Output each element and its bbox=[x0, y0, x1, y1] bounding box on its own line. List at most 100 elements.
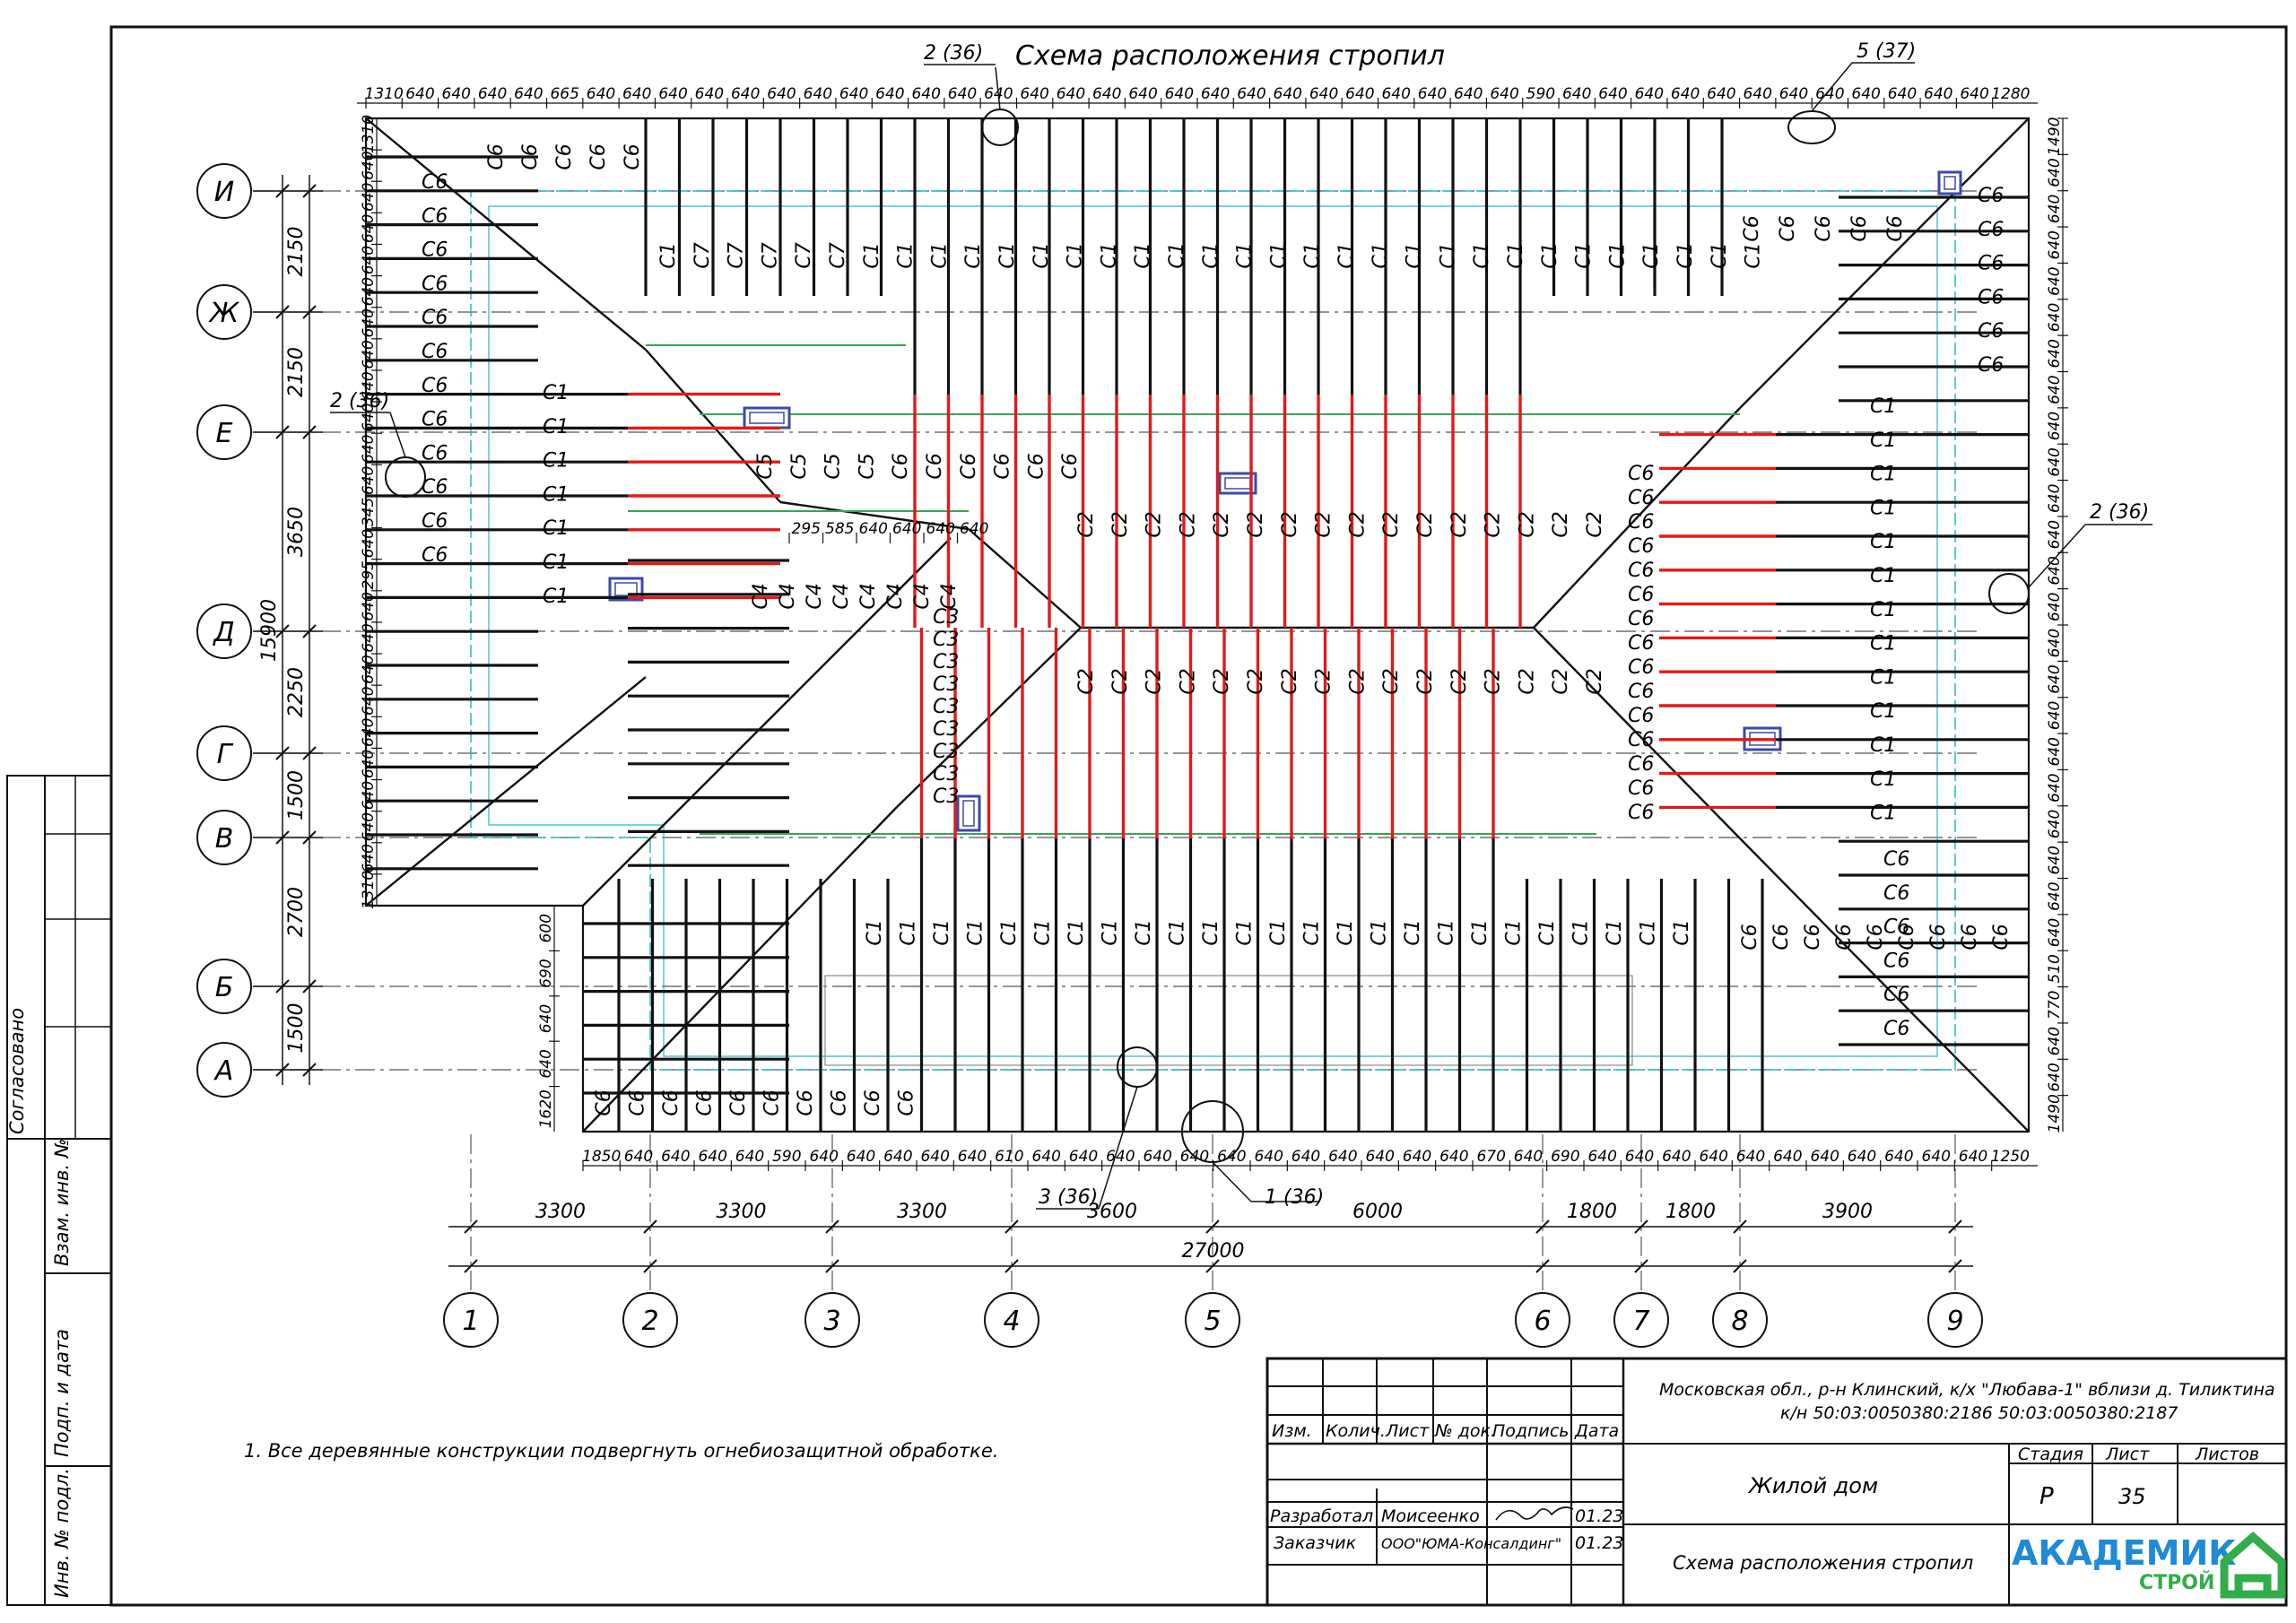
rafter-mark: С6 bbox=[1628, 511, 1654, 534]
col-dim-value: 1800 bbox=[1567, 1201, 1617, 1223]
callout-right: 2 (36) bbox=[2090, 501, 2149, 524]
rafter-mark: С6 bbox=[1628, 681, 1654, 703]
callouts: 2 (36) 5 (37) 2 (36) 2 (36) 3 (36) 1 (36… bbox=[330, 40, 2152, 1210]
top-dim-value: 640 bbox=[1345, 85, 1374, 103]
left-dim-value: 1310 bbox=[360, 871, 378, 909]
top-dim-value: 640 bbox=[911, 85, 940, 103]
axis-bubble-row bbox=[196, 284, 252, 340]
side-stamp: Согласовано Взам. инв. № Подп. и дата Ин… bbox=[6, 775, 112, 1606]
tb-header-date: Дата bbox=[1574, 1421, 1619, 1441]
left-dim-value: 640 bbox=[360, 844, 378, 872]
rafter-mark: С3 bbox=[933, 629, 959, 651]
rafter-mark: С5 bbox=[754, 453, 777, 479]
rafter-mark: С6 bbox=[1059, 453, 1082, 479]
axis-bubble-col bbox=[1927, 1292, 1983, 1348]
rafter-mark: С3 bbox=[933, 606, 959, 629]
rafter-mark: С6 bbox=[1927, 924, 1950, 950]
top-dim-value: 1280 bbox=[1991, 85, 2030, 103]
bottom-dim-value: 640 bbox=[1143, 1148, 1171, 1166]
rafter-mark: С7 bbox=[793, 242, 815, 268]
rafter-mark: С2 bbox=[1177, 668, 1199, 694]
axis-label-col: 3 bbox=[823, 1306, 840, 1337]
rafter-mark: С2 bbox=[1414, 668, 1437, 694]
rafter-mark: С4 bbox=[857, 583, 880, 609]
left-lower-dim-value: 640 bbox=[537, 1004, 555, 1033]
axis-label-row: В bbox=[215, 823, 234, 855]
right-dim-value: 640 bbox=[2046, 520, 2064, 549]
axis-label-row: И bbox=[214, 177, 234, 208]
rafter-mark: С6 bbox=[519, 143, 542, 169]
rafter-mark: С6 bbox=[1883, 984, 1909, 1006]
rafter-mark: С1 bbox=[1436, 919, 1458, 945]
row-dim-value: 2150 bbox=[285, 227, 308, 277]
rafter-mark: С1 bbox=[1870, 565, 1896, 587]
left-dim-value: 640 bbox=[360, 277, 378, 306]
rafter-mark: С1 bbox=[1370, 242, 1392, 268]
left-dim-value: 640 bbox=[360, 151, 378, 179]
logo-main: АКАДЕМИК bbox=[2012, 1533, 2236, 1573]
rafter-mark: С6 bbox=[422, 273, 448, 295]
left-dim-value: 640 bbox=[360, 246, 378, 274]
axis-label-col: 9 bbox=[1946, 1306, 1963, 1337]
axis-label-col: 2 bbox=[641, 1306, 658, 1337]
top-dim-value: 640 bbox=[1490, 85, 1518, 103]
rafter-mark: С1 bbox=[1471, 242, 1493, 268]
logo-sub: СТРОЙ bbox=[2139, 1571, 2214, 1594]
right-dim-value: 640 bbox=[2046, 158, 2064, 187]
rafter-mark: С2 bbox=[1313, 668, 1335, 694]
dim-tick bbox=[1004, 1259, 1019, 1273]
rafter-mark: С6 bbox=[890, 453, 912, 479]
bottom-dim-value: 640 bbox=[735, 1148, 764, 1166]
tb-developed-name: Моисеенко bbox=[1381, 1506, 1480, 1526]
rafter-mark: С6 bbox=[1802, 924, 1824, 950]
rafter-mark: С7 bbox=[827, 242, 849, 268]
rafters bbox=[366, 118, 2029, 1132]
right-dim-value: 640 bbox=[2046, 375, 2064, 404]
rafter-mark: С3 bbox=[933, 741, 959, 763]
rafter-mark: С1 bbox=[1200, 919, 1222, 945]
dim-tick bbox=[302, 1063, 317, 1077]
rafter-mark: С6 bbox=[593, 1089, 615, 1115]
bottom-dim-value: 610 bbox=[995, 1148, 1023, 1166]
rafter-mark: С6 bbox=[958, 453, 980, 479]
rafter-mark: С6 bbox=[1628, 632, 1654, 655]
top-dim-value: 640 bbox=[1057, 85, 1085, 103]
rafter-mark: С6 bbox=[1628, 584, 1654, 606]
rafter-mark: С6 bbox=[1833, 924, 1856, 950]
rafter-mark: С2 bbox=[1211, 511, 1233, 537]
callout-left: 2 (36) bbox=[330, 390, 389, 412]
col-dim-value: 6000 bbox=[1352, 1201, 1403, 1223]
bottom-dim-value: 1250 bbox=[1991, 1148, 2030, 1166]
rafter-mark: С1 bbox=[1870, 395, 1896, 418]
left-dim-value: 640 bbox=[360, 214, 378, 243]
right-dim-value: 640 bbox=[2046, 773, 2064, 802]
bottom-dim-value: 640 bbox=[1959, 1148, 1987, 1166]
top-dim-value: 640 bbox=[804, 85, 832, 103]
rafter-mark: С1 bbox=[1032, 919, 1055, 945]
rafter-mark: С6 bbox=[1628, 777, 1654, 800]
rafter-mark: С1 bbox=[1100, 919, 1122, 945]
rafter-mark: С6 bbox=[553, 143, 576, 169]
rafter-mark: С2 bbox=[1448, 668, 1471, 694]
rafter-mark: С2 bbox=[1109, 511, 1132, 537]
rafter-mark: С1 bbox=[1369, 919, 1391, 945]
hip-line bbox=[1533, 627, 1741, 839]
left-dim-value: 640 bbox=[360, 466, 378, 495]
rafter-mark: С2 bbox=[1144, 668, 1166, 694]
stamp-replace-inv: Взам. инв. № bbox=[51, 1138, 73, 1266]
dim-tick bbox=[275, 746, 290, 760]
left-lower-dim-value: 690 bbox=[537, 959, 555, 987]
rafter-mark: С1 bbox=[1065, 919, 1088, 945]
axis-label-row: Е bbox=[216, 418, 233, 449]
right-dim-value: 640 bbox=[2046, 593, 2064, 621]
rafter-mark: С4 bbox=[831, 583, 853, 609]
bottom-dim-value: 640 bbox=[1292, 1148, 1320, 1166]
stamp-inv-orig: Инв. № подл. bbox=[51, 1468, 73, 1598]
rafter-mark: С2 bbox=[1245, 511, 1267, 537]
axis-bubble-col bbox=[1613, 1292, 1669, 1348]
stamp-sign-date: Подп. и дата bbox=[51, 1329, 73, 1457]
dim-tick bbox=[275, 425, 290, 439]
top-dim-value: 640 bbox=[1237, 85, 1265, 103]
tb-header-doc: № док. bbox=[1434, 1421, 1496, 1441]
